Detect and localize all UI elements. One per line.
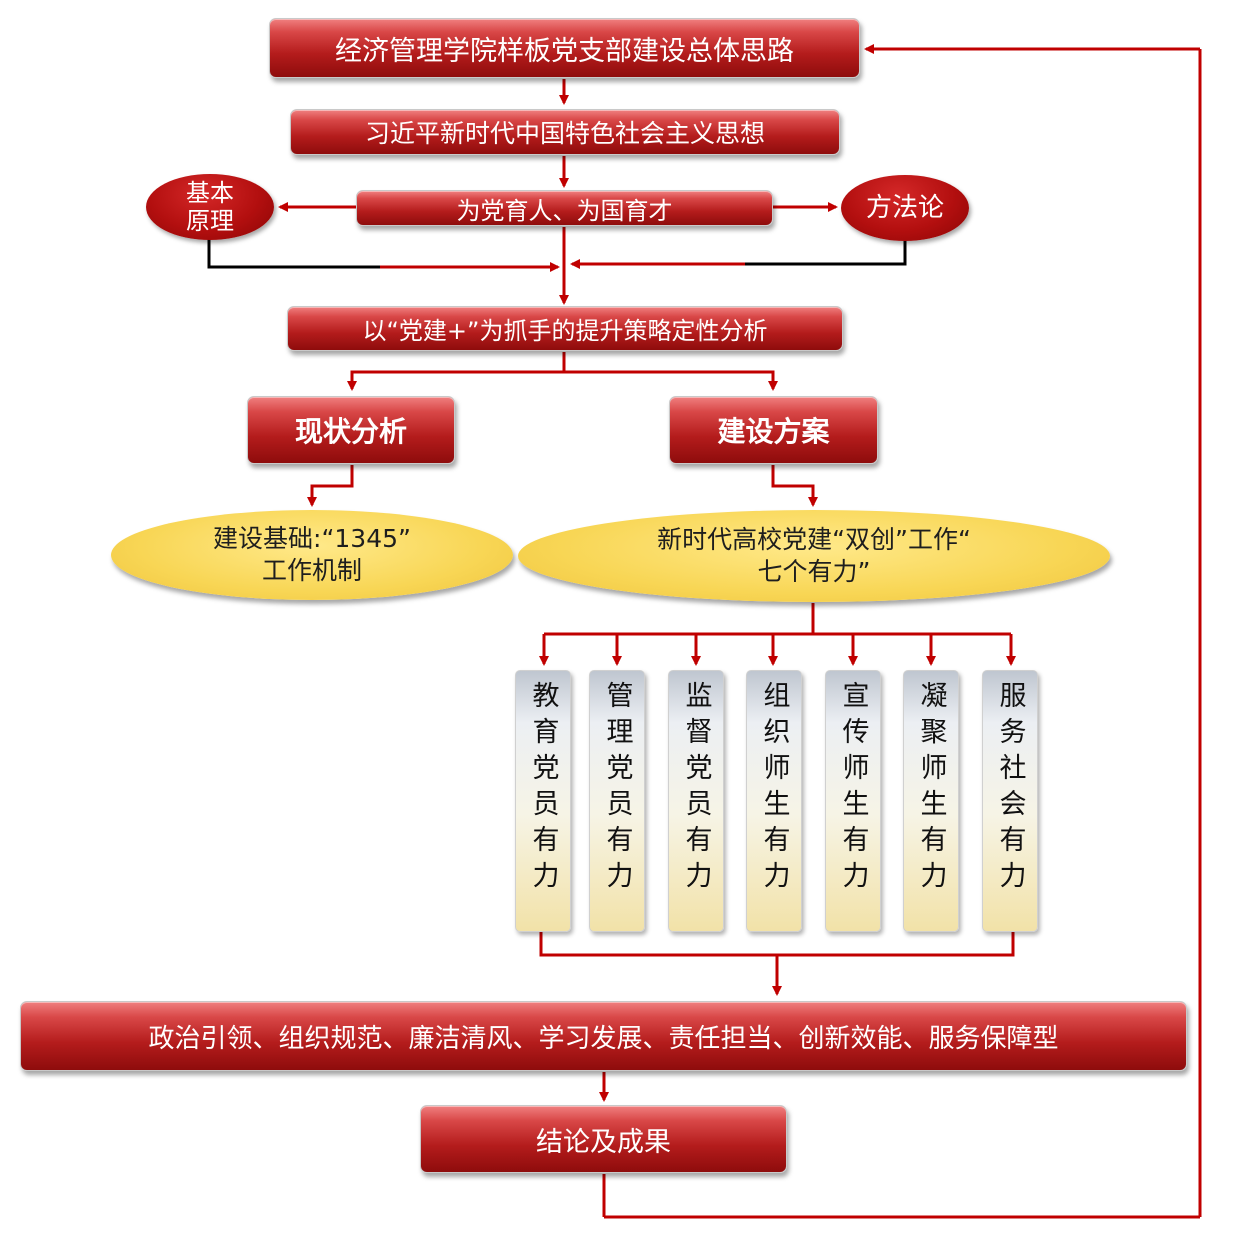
seven-item-3: 监督党员有力 [668, 670, 724, 932]
branch-types-bar: 政治引领、组织规范、廉洁清风、学习发展、责任担当、创新效能、服务保障型 [20, 1001, 1187, 1071]
seven-item-7-text: 服务社会有力 [994, 681, 1026, 897]
foundation-oval: 建设基础:“1345” 工作机制 [111, 510, 513, 600]
seven-item-6: 凝聚师生有力 [903, 670, 959, 932]
seven-item-6-text: 凝聚师生有力 [915, 681, 947, 897]
shuangchuang-oval: 新时代高校党建“双创”工作“ 七个有力” [518, 510, 1110, 602]
construction-plan-box: 建设方案 [669, 396, 878, 464]
construction-plan-text: 建设方案 [717, 415, 830, 448]
title-box: 经济管理学院样板党支部建设总体思路 [269, 18, 860, 78]
strategy-analysis-text: 以“党建+”为抓手的提升策略定性分析 [362, 317, 768, 345]
mission-text: 为党育人、为国育才 [456, 196, 673, 225]
status-analysis-text: 现状分析 [294, 415, 407, 448]
shuangchuang-line1: 新时代高校党建“双创”工作“ [657, 524, 971, 554]
ideology-box: 习近平新时代中国特色社会主义思想 [290, 109, 840, 155]
seven-item-7: 服务社会有力 [982, 670, 1038, 932]
seven-item-2: 管理党员有力 [589, 670, 645, 932]
strategy-analysis-box: 以“党建+”为抓手的提升策略定性分析 [287, 306, 843, 351]
seven-item-3-text: 监督党员有力 [680, 681, 712, 897]
seven-item-4-text: 组织师生有力 [758, 681, 790, 897]
basic-principle-text: 基本 原理 [186, 178, 234, 235]
mission-box: 为党育人、为国育才 [356, 190, 773, 226]
branch-types-text: 政治引领、组织规范、廉洁清风、学习发展、责任担当、创新效能、服务保障型 [148, 1023, 1059, 1054]
seven-item-2-text: 管理党员有力 [601, 681, 633, 897]
foundation-line1: 建设基础:“1345” [213, 523, 411, 553]
seven-item-4: 组织师生有力 [746, 670, 802, 932]
seven-item-1-text: 教育党员有力 [527, 681, 559, 897]
basic-principle-oval: 基本 原理 [146, 174, 274, 240]
title-text: 经济管理学院样板党支部建设总体思路 [335, 35, 794, 67]
foundation-line2: 工作机制 [261, 556, 362, 585]
shuangchuang-line2: 七个有力” [757, 557, 871, 586]
ideology-text: 习近平新时代中国特色社会主义思想 [364, 119, 765, 148]
status-analysis-box: 现状分析 [247, 396, 455, 464]
seven-item-1: 教育党员有力 [515, 670, 571, 932]
conclusion-box: 结论及成果 [420, 1105, 787, 1173]
seven-item-5: 宣传师生有力 [825, 670, 881, 932]
methodology-oval: 方法论 [841, 175, 969, 241]
conclusion-text: 结论及成果 [536, 1126, 671, 1158]
methodology-text: 方法论 [865, 192, 944, 223]
seven-item-5-text: 宣传师生有力 [837, 681, 869, 897]
